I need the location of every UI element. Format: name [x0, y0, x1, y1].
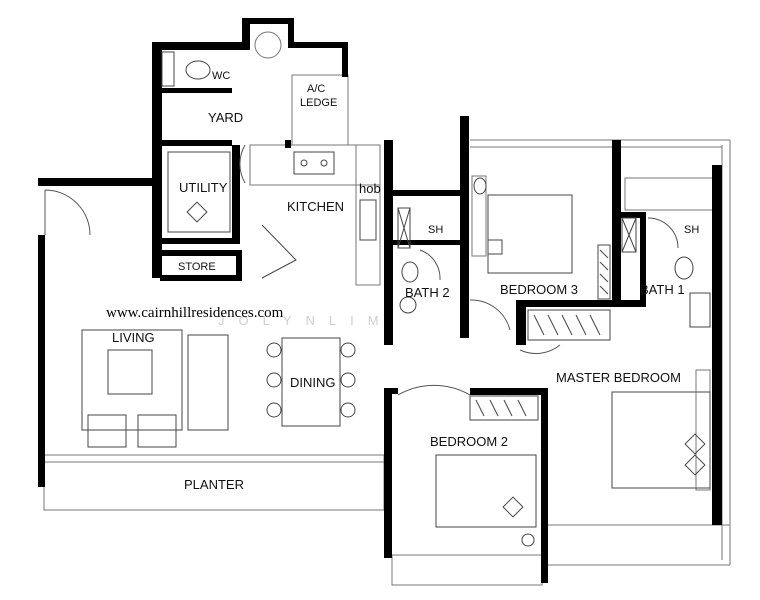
label-utility: UTILITY: [179, 180, 228, 195]
label-bath-2: BATH 2: [405, 285, 450, 300]
label-kitchen: KITCHEN: [287, 199, 344, 214]
door-swings: [44, 144, 679, 396]
room-labels: WC A/C LEDGE YARD UTILITY KITCHEN hob ST…: [112, 70, 699, 492]
outline-lines: [43, 31, 731, 586]
label-ac-ledge-2: LEDGE: [300, 97, 337, 109]
label-hob: hob: [359, 181, 381, 196]
website-url: www.cairnhillresidences.com: [106, 305, 284, 321]
label-yard: YARD: [208, 110, 243, 125]
walls: [38, 18, 722, 583]
watermark: JOLYNLIM: [218, 313, 393, 328]
label-bedroom-3: BEDROOM 3: [500, 282, 578, 297]
label-store: STORE: [178, 261, 216, 273]
label-dining: DINING: [290, 375, 336, 390]
label-planter: PLANTER: [184, 477, 244, 492]
label-sh-bath1: SH: [684, 224, 699, 236]
label-master-bedroom: MASTER BEDROOM: [556, 370, 681, 385]
label-bedroom-2: BEDROOM 2: [430, 434, 508, 449]
label-bath-1: BATH 1: [640, 282, 685, 297]
label-ac-ledge-1: A/C: [307, 83, 325, 95]
label-living: LIVING: [112, 330, 155, 345]
label-sh-bath2: SH: [428, 224, 443, 236]
furniture: [81, 51, 711, 547]
label-wc: WC: [212, 70, 230, 82]
